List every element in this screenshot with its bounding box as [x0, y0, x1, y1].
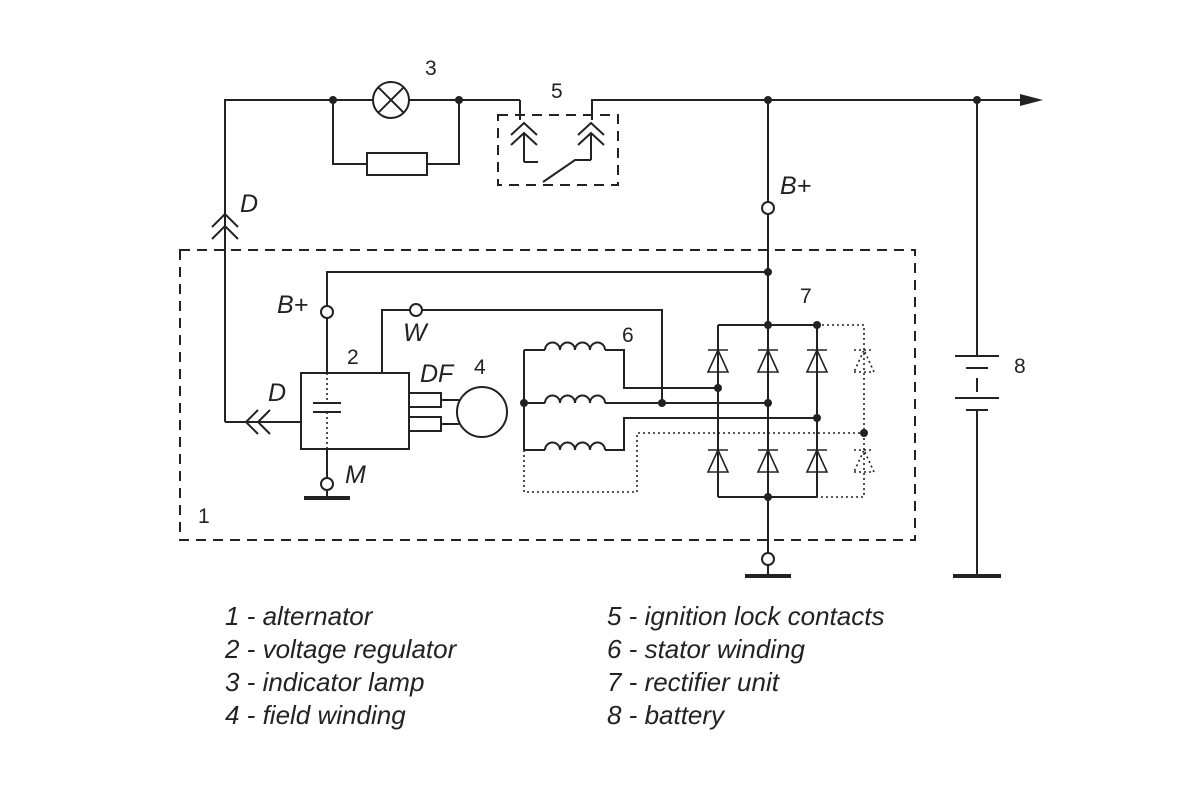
terminal-d-regulator: D	[268, 379, 286, 407]
d-connector-top: D	[211, 190, 258, 240]
label-6: 6	[622, 324, 634, 347]
ignition-lock-contacts: 5	[497, 80, 619, 186]
label-2: 2	[347, 346, 359, 369]
w-wire: W	[381, 303, 666, 407]
terminal-d-top: D	[240, 190, 258, 218]
label-3: 3	[425, 57, 437, 80]
terminal-m: M	[345, 461, 366, 489]
label-8: 8	[1014, 355, 1026, 378]
b-plus-output: B+	[745, 100, 811, 578]
top-circuit	[224, 94, 1043, 418]
terminal-df: DF	[420, 360, 455, 388]
label-5: 5	[551, 80, 563, 103]
legend-item: 1 - alternator	[225, 601, 374, 631]
legend-item: 2 - voltage regulator	[224, 634, 458, 664]
regulator-b-plus-wire: B+	[277, 268, 772, 373]
lamp-resistor	[332, 100, 460, 176]
label-4: 4	[474, 356, 486, 379]
legend-item: 7 - rectifier unit	[607, 667, 781, 697]
terminal-b-plus-output: B+	[780, 172, 811, 200]
legend: 1 - alternator 2 - voltage regulator 3 -…	[224, 601, 884, 730]
voltage-regulator: 2 M	[300, 346, 410, 500]
indicator-lamp: 3	[372, 57, 437, 119]
label-1: 1	[198, 505, 210, 528]
alternator: 1	[179, 249, 916, 541]
legend-item: 6 - stator winding	[607, 634, 806, 664]
terminal-w: W	[403, 319, 429, 347]
terminal-b-plus-regulator: B+	[277, 291, 308, 319]
battery: 8	[953, 100, 1026, 578]
d-wire: D	[224, 379, 301, 435]
legend-item: 3 - indicator lamp	[225, 667, 424, 697]
field-winding: DF 4	[408, 356, 508, 438]
legend-item: 8 - battery	[607, 700, 726, 730]
output-arrow-icon	[1020, 94, 1043, 106]
rectifier-unit: 7	[707, 285, 875, 501]
legend-item: 5 - ignition lock contacts	[607, 601, 884, 631]
legend-item: 4 - field winding	[225, 700, 406, 730]
stator-winding: 6	[520, 324, 864, 493]
label-7: 7	[800, 285, 812, 308]
